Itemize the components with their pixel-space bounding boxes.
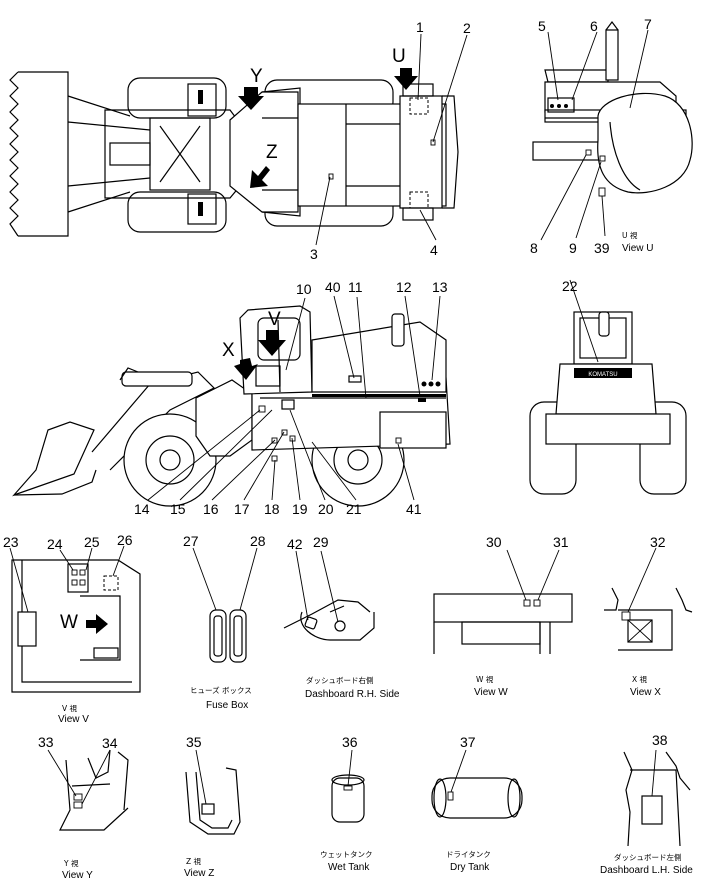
- caption-wet-tank-jp: ウェットタンク: [320, 850, 373, 859]
- view-y-drawing: [47, 749, 129, 831]
- view-u-drawing: [532, 21, 693, 241]
- view-letter-x: X: [222, 340, 235, 361]
- view-letter-v: V: [268, 309, 281, 330]
- caption-fuse-box: Fuse Box: [206, 700, 248, 711]
- callout-8: 8: [530, 240, 538, 256]
- caption-dry-tank: Dry Tank: [450, 862, 490, 873]
- caption-dash-rh: Dashboard R.H. Side: [305, 689, 400, 700]
- side-view-drawing: [12, 295, 451, 507]
- fuse-box-drawing: [192, 547, 258, 663]
- callout-14: 14: [134, 501, 150, 517]
- callout-38: 38: [652, 732, 668, 748]
- callout-32: 32: [650, 534, 666, 550]
- callout-34: 34: [102, 735, 118, 751]
- svg-text:KOMATSU: KOMATSU: [588, 372, 617, 378]
- callout-25: 25: [84, 534, 100, 550]
- callout-17: 17: [234, 501, 250, 517]
- callout-36: 36: [342, 734, 358, 750]
- callout-37: 37: [460, 734, 476, 750]
- callout-23: 23: [3, 534, 19, 550]
- dashboard-rh-drawing: [283, 550, 375, 641]
- caption-view-u-jp: U 視: [622, 231, 638, 240]
- callout-28: 28: [250, 533, 266, 549]
- callout-31: 31: [553, 534, 569, 550]
- callout-24: 24: [47, 536, 63, 552]
- caption-view-w: View W: [474, 687, 508, 698]
- callout-12: 12: [396, 279, 412, 295]
- callout-39: 39: [594, 240, 610, 256]
- caption-view-z: View Z: [184, 868, 214, 879]
- view-letter-y: Y: [250, 66, 263, 87]
- callout-15: 15: [170, 501, 186, 517]
- callout-5: 5: [538, 18, 546, 34]
- callout-18: 18: [264, 501, 280, 517]
- callout-30: 30: [486, 534, 502, 550]
- callout-19: 19: [292, 501, 308, 517]
- callout-7: 7: [644, 16, 652, 32]
- caption-view-v-jp: V 視: [62, 704, 78, 713]
- caption-view-u: View U: [622, 243, 654, 254]
- callout-20: 20: [318, 501, 334, 517]
- callout-2: 2: [463, 20, 471, 36]
- callout-6: 6: [590, 18, 598, 34]
- caption-dash-lh: Dashboard L.H. Side: [600, 865, 693, 876]
- view-v-drawing: [9, 545, 141, 693]
- view-letter-w: W: [60, 612, 78, 633]
- callout-3: 3: [310, 246, 318, 262]
- caption-dry-tank-jp: ドライタンク: [446, 850, 491, 859]
- callout-27: 27: [183, 533, 199, 549]
- caption-fuse-box-jp: ヒューズ ボックス: [190, 685, 252, 695]
- callout-21: 21: [346, 501, 362, 517]
- callout-9: 9: [569, 240, 577, 256]
- wet-tank-drawing: [331, 749, 365, 823]
- callout-11: 11: [348, 279, 363, 295]
- caption-wet-tank: Wet Tank: [328, 862, 370, 873]
- rear-view-drawing: KOMATSU: [529, 279, 687, 495]
- view-w-drawing: [433, 549, 573, 654]
- callout-29: 29: [313, 534, 329, 550]
- callout-16: 16: [203, 501, 219, 517]
- callout-1: 1: [416, 19, 424, 35]
- caption-view-y-jp: Y 視: [63, 859, 79, 868]
- caption-view-x-jp: X 視: [632, 675, 648, 684]
- callout-41: 41: [406, 501, 422, 517]
- caption-view-z-jp: Z 視: [186, 857, 202, 866]
- view-x-drawing: [604, 547, 693, 651]
- callout-35: 35: [186, 734, 202, 750]
- callout-33: 33: [38, 734, 54, 750]
- callout-40: 40: [325, 279, 341, 295]
- caption-dash-lh-jp: ダッシュボード左側: [614, 852, 682, 862]
- caption-view-x: View X: [630, 687, 661, 698]
- callout-13: 13: [432, 279, 448, 295]
- view-letter-u: U: [392, 46, 406, 67]
- top-view-drawing: [9, 33, 468, 246]
- callout-10: 10: [296, 281, 312, 297]
- dry-tank-drawing: [431, 749, 523, 819]
- view-letter-z: Z: [266, 142, 278, 163]
- callout-4: 4: [430, 242, 438, 258]
- callout-22: 22: [562, 278, 578, 294]
- caption-view-v: View V: [58, 714, 89, 725]
- callout-42: 42: [287, 536, 303, 552]
- caption-view-w-jp: W 視: [476, 675, 494, 684]
- caption-dash-rh-jp: ダッシュボード右側: [306, 675, 374, 685]
- callout-26: 26: [117, 532, 133, 548]
- dashboard-lh-drawing: [623, 749, 691, 847]
- view-z-drawing: [185, 749, 241, 835]
- caption-view-y: View Y: [62, 870, 93, 880]
